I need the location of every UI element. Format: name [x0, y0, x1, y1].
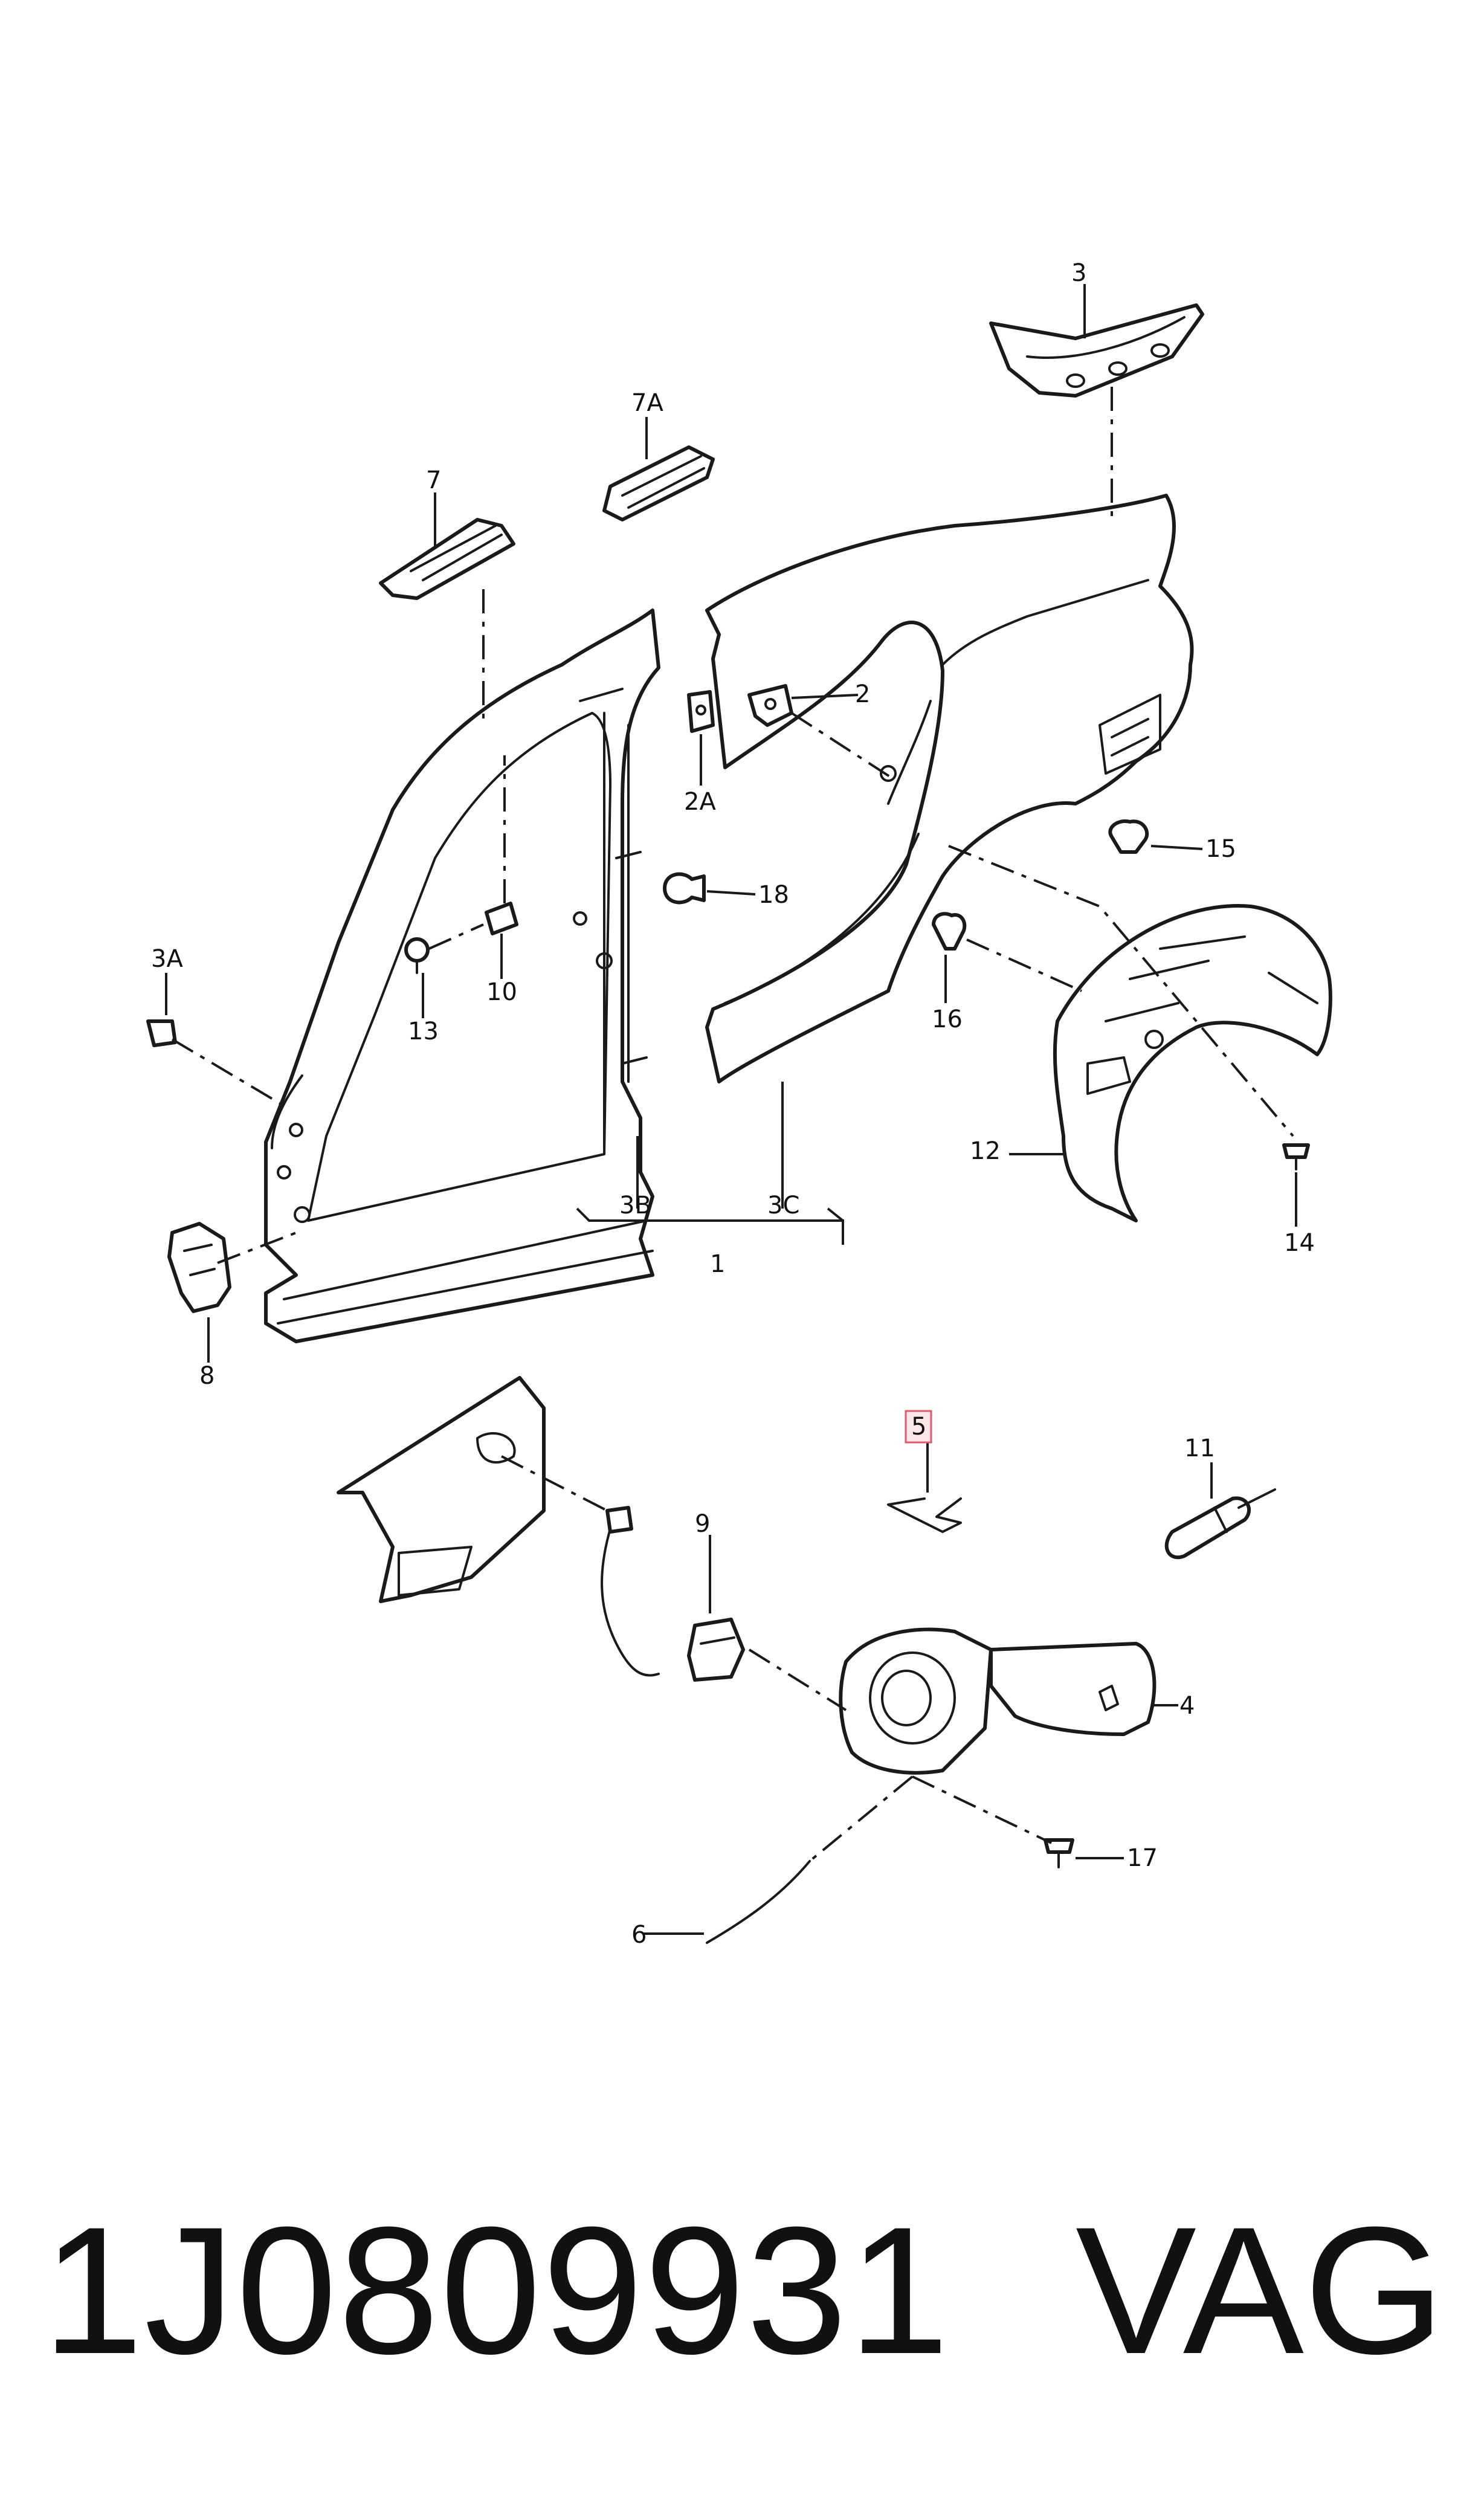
callout-18: 18	[758, 881, 789, 909]
callout-16: 16	[932, 1006, 963, 1033]
cap-part-3a	[146, 1019, 177, 1047]
callout-6: 6	[631, 1921, 647, 1949]
callout-3b: 3B	[619, 1192, 651, 1219]
callout-1: 1	[710, 1250, 725, 1278]
quarter-panel-rear-section	[705, 494, 1194, 1083]
callout-3a: 3A	[151, 945, 183, 973]
callout-14: 14	[1284, 1229, 1315, 1257]
callout-7: 7	[426, 466, 441, 494]
callout-2a: 2A	[684, 788, 716, 816]
callout-2: 2	[855, 680, 870, 708]
seal-strip-part-6	[706, 1860, 811, 1944]
clip-part-16	[932, 912, 967, 951]
bracket-part-2a	[687, 690, 715, 733]
callout-15: 15	[1205, 835, 1236, 863]
callout-3: 3	[1071, 259, 1086, 287]
callout-7a: 7A	[631, 389, 663, 417]
spring-part-5	[887, 1497, 962, 1533]
panel-fragment-fuel-area	[337, 1376, 546, 1603]
bracket-part-2	[747, 684, 793, 727]
sealant-tube-part-11	[1164, 1488, 1276, 1560]
callout-17: 17	[1127, 1844, 1158, 1872]
callout-11: 11	[1184, 1435, 1215, 1462]
screw-part-17	[1044, 1838, 1074, 1868]
bracket-part-7a	[602, 445, 715, 521]
clip-part-18	[663, 872, 706, 905]
wheel-housing-liner-part-12	[1053, 904, 1332, 1222]
fastener-part-10	[485, 902, 518, 935]
callout-13: 13	[408, 1018, 439, 1045]
callout-5: 5	[911, 1413, 926, 1441]
leader-lines	[165, 284, 1297, 1935]
side-panel-front-section	[264, 609, 660, 1343]
part-number: 1J0809931	[42, 2189, 950, 2392]
fuel-filler-housing-part-4	[839, 1627, 1157, 1775]
fastener-part-13	[404, 937, 430, 974]
actuator-cable-part-9	[601, 1506, 745, 1682]
callout-labels: 1 2 2A 3 3A 3B 3C 4 5 6 7 7A 8 9 10 11 1…	[151, 259, 1315, 1949]
callout-8: 8	[199, 1362, 215, 1390]
callout-9: 9	[695, 1510, 710, 1538]
reinforcement-part-3	[989, 303, 1204, 398]
clip-part-15	[1108, 819, 1149, 854]
bracket-part-8	[167, 1222, 231, 1313]
callout-5-highlight	[905, 1410, 932, 1444]
callout-4: 4	[1179, 1692, 1195, 1720]
callout-10: 10	[486, 978, 517, 1006]
brand-name: VAG	[1076, 2189, 1445, 2392]
bracket-part-7	[379, 518, 515, 600]
callout-3c: 3C	[767, 1192, 799, 1219]
callout-12: 12	[970, 1137, 1001, 1165]
screw-part-14	[1282, 1143, 1310, 1170]
